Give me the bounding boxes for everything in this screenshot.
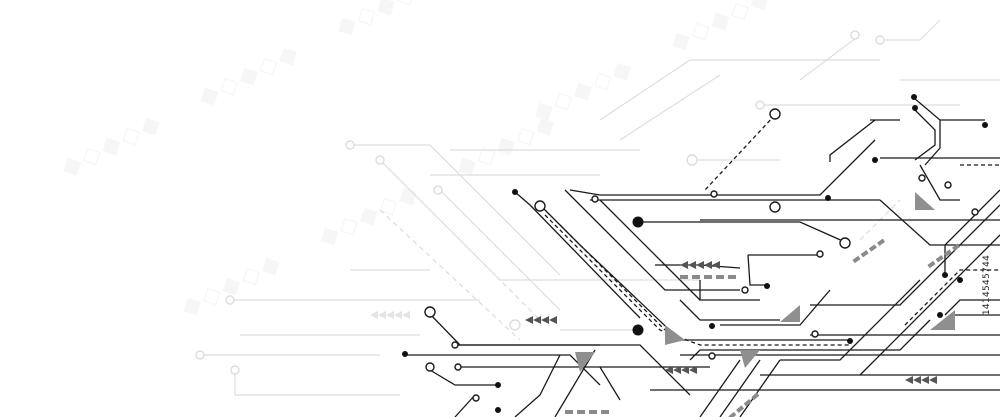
stock-image-id: 1414545744 (982, 254, 992, 316)
